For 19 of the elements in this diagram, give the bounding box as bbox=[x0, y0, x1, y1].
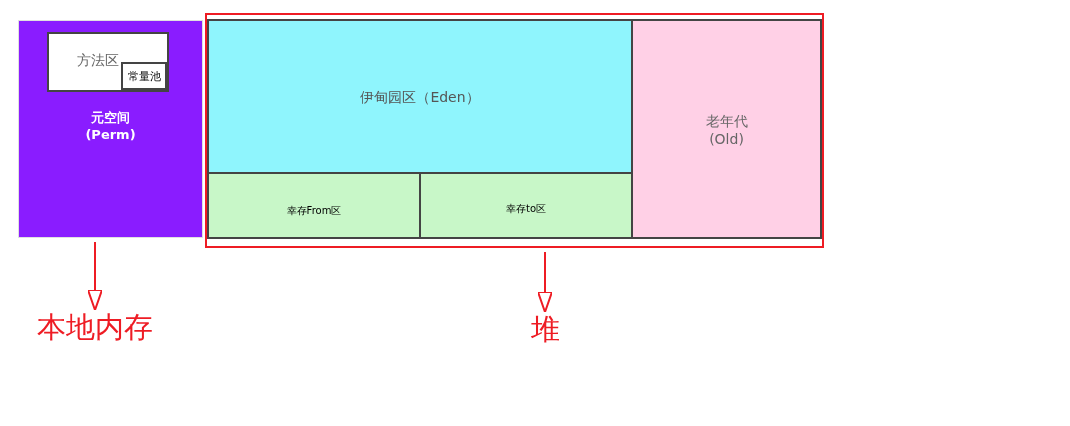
memory-region bbox=[47, 32, 169, 92]
memory-region bbox=[207, 172, 421, 239]
memory-region bbox=[207, 19, 633, 174]
memory-region bbox=[18, 20, 203, 238]
region-label: 本地内存 bbox=[36, 309, 154, 346]
arrow bbox=[87, 241, 103, 311]
region-label: 方法区 bbox=[77, 52, 120, 70]
region-label: 老年代 (Old) bbox=[704, 113, 749, 147]
memory-region bbox=[121, 62, 167, 90]
region-label: 伊甸园区（Eden） bbox=[359, 89, 481, 107]
memory-region bbox=[631, 19, 822, 239]
region-label: 幸存to区 bbox=[504, 202, 547, 216]
region-label: 常量池 bbox=[126, 69, 162, 84]
region-label: 堆 bbox=[529, 311, 561, 348]
arrow bbox=[537, 251, 553, 313]
region-label: 幸存From区 bbox=[285, 204, 343, 218]
memory-region bbox=[419, 172, 633, 239]
region-label: 元空间 (Perm) bbox=[84, 109, 137, 142]
heap-outline bbox=[205, 13, 824, 248]
